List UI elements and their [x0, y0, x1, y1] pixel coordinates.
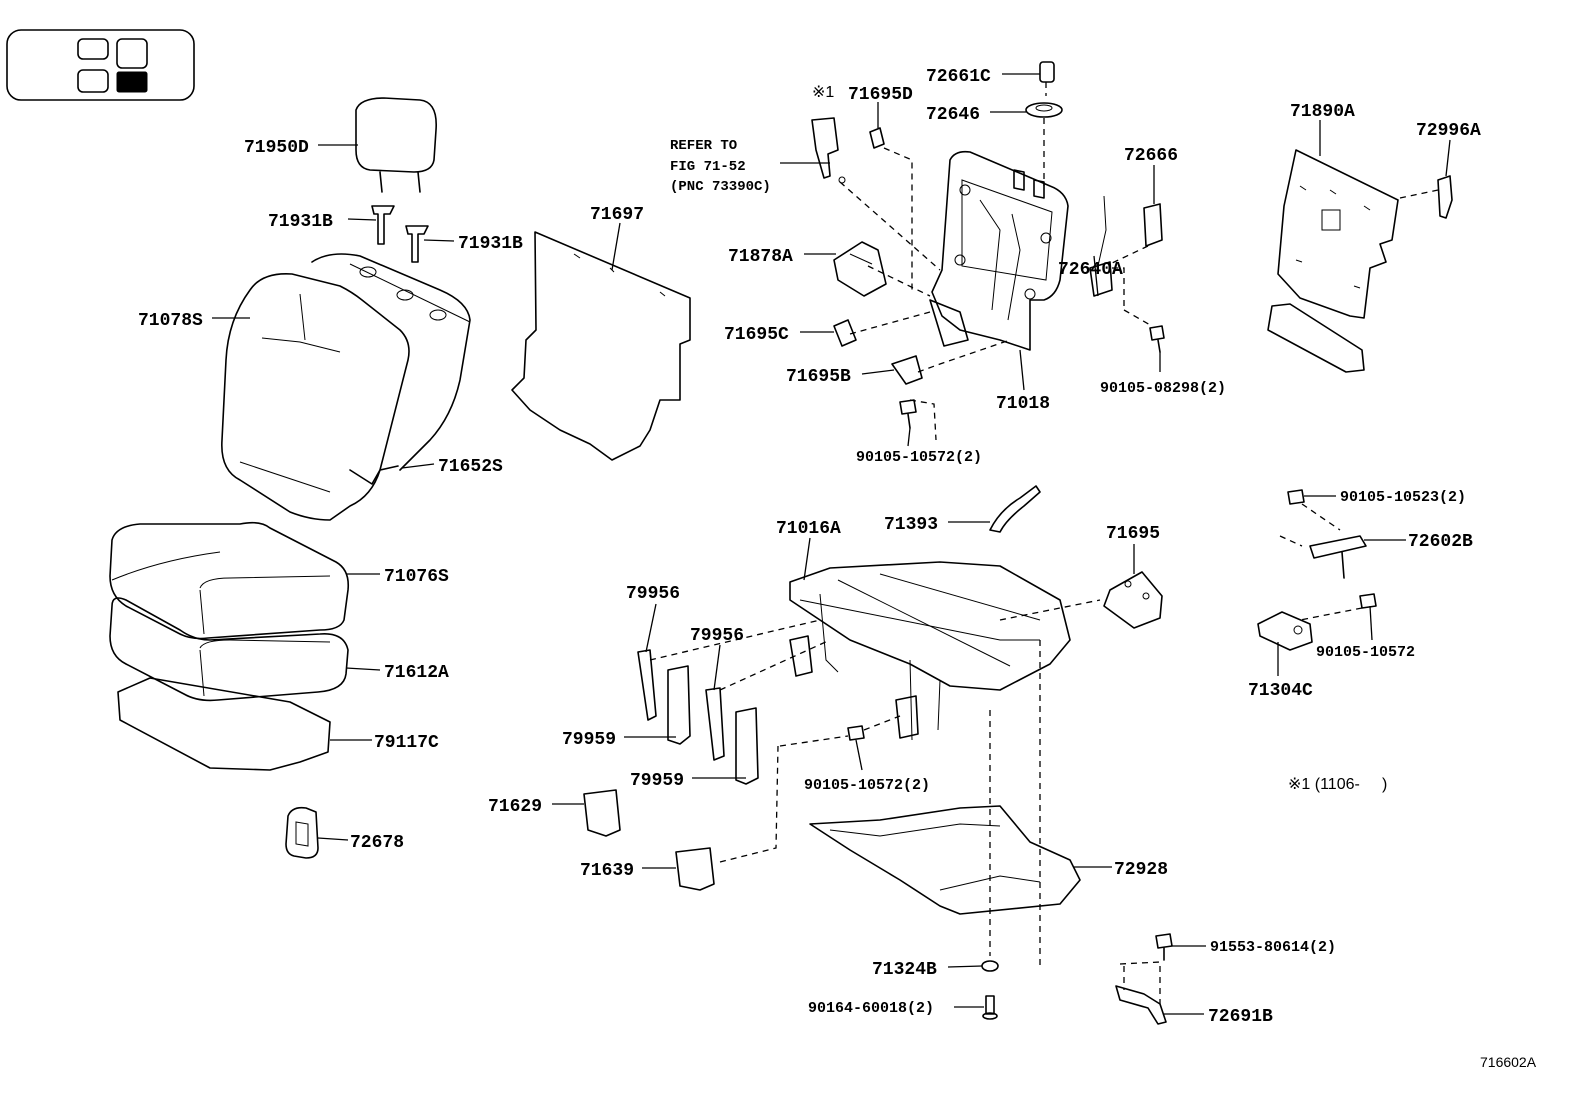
part-label-71652S: 71652S: [438, 457, 503, 477]
part-label-71324B: 71324B: [872, 960, 937, 980]
bracket-72691B-drawing: [1115, 985, 1167, 1025]
hinge-72602B-drawing: [1309, 535, 1367, 579]
part-label-71016A: 71016A: [776, 519, 841, 539]
part-label-90105-10572: 90105-10572(2): [856, 449, 982, 466]
seatback-cover-drawing: [221, 253, 471, 521]
belt-buckle-drawing: [811, 117, 846, 184]
part-label-90164-60018: 90164-60018(2): [808, 1000, 934, 1017]
part-label-72928: 72928: [1114, 860, 1168, 880]
part-label-71612A: 71612A: [384, 663, 449, 683]
cap-72661C-drawing: [1039, 61, 1055, 83]
part-label-90105-10523: 90105-10523(2): [1340, 489, 1466, 506]
lock-72640A-drawing: [1089, 195, 1113, 297]
cushion-pad-drawing: [109, 597, 349, 702]
part-label-71629: 71629: [488, 797, 542, 817]
part-label-71018: 71018: [996, 394, 1050, 414]
bracket-71695-drawing: [1103, 571, 1163, 629]
seat-location-icon: [6, 29, 195, 101]
note-mark-1: ※1: [812, 84, 834, 101]
part-label-79956: 79956: [626, 584, 680, 604]
bolt-90105-10523-drawing: [1287, 489, 1305, 505]
bezel-drawing: [285, 806, 319, 859]
cushion-frame-plate-drawing: [117, 677, 331, 771]
part-label-71695C: 71695C: [724, 325, 789, 345]
leader-lines: [212, 73, 1451, 1015]
part-label-71078S: 71078S: [138, 311, 203, 331]
assembly-dashed-lines: [649, 82, 1439, 1004]
part-label-90105-10572: 90105-10572: [1316, 644, 1415, 661]
cover-71629-drawing: [583, 789, 621, 837]
part-label-71639: 71639: [580, 861, 634, 881]
small-cover-71695B-drawing: [891, 355, 923, 385]
part-label-72661C: 72661C: [926, 67, 991, 87]
part-label-71393: 71393: [884, 515, 938, 535]
part-label-71076S: 71076S: [384, 567, 449, 587]
part-label-71931B: 71931B: [458, 234, 523, 254]
headrest-drawing: [355, 97, 437, 193]
bezel-72646-drawing: [1025, 102, 1063, 118]
part-label-71950D: 71950D: [244, 138, 309, 158]
wire-harness-71393-drawing: [989, 485, 1041, 533]
part-label-72691B: 72691B: [1208, 1007, 1273, 1027]
refer-note-line3: (PNC 73390C): [670, 179, 771, 195]
cover-71639-drawing: [675, 847, 715, 891]
part-label-72996A: 72996A: [1416, 121, 1481, 141]
bolt-90105-10572-mid-drawing: [847, 725, 865, 741]
part-label-72602B: 72602B: [1408, 532, 1473, 552]
part-label-72678: 72678: [350, 833, 404, 853]
cushion-frame-71016A-drawing: [789, 561, 1071, 741]
figure-id: 716602A: [1480, 1054, 1537, 1070]
screw-90164-60018-drawing: [982, 995, 998, 1020]
small-cover-71695C-drawing: [833, 319, 857, 347]
bolt-90105-08298-drawing: [1149, 325, 1165, 353]
part-label-79117C: 79117C: [374, 733, 439, 753]
part-label-71931B: 71931B: [268, 212, 333, 232]
headrest-support-drawings: [371, 205, 429, 263]
seat-cushion-cover-drawing: [109, 521, 350, 640]
bolt-90105-10572-right-drawing: [1359, 593, 1377, 609]
part-label-79959: 79959: [562, 730, 616, 750]
part-label-72646: 72646: [926, 105, 980, 125]
part-label-72640A: 72640A: [1058, 260, 1123, 280]
small-bushing-71695D-drawing: [869, 127, 885, 149]
part-label-72666: 72666: [1124, 146, 1178, 166]
bracket-71304C-drawing: [1257, 611, 1313, 651]
clip-72996A-drawing: [1437, 175, 1453, 219]
part-label-71695D: 71695D: [848, 85, 913, 105]
part-label-79959: 79959: [630, 771, 684, 791]
bolt-91553-80614-drawing: [1155, 933, 1173, 961]
recliner-cover-drawing: [833, 241, 887, 297]
part-label-71697: 71697: [590, 205, 644, 225]
refer-note-line1: REFER TO: [670, 138, 737, 154]
refer-note-line2: FIG 71-52: [670, 159, 746, 175]
seatback-frame-drawing: [929, 150, 1069, 351]
part-label-71304C: 71304C: [1248, 681, 1313, 701]
under-tray-72928-drawing: [809, 805, 1081, 915]
footnote-1106: ※1 (1106- ): [1288, 776, 1387, 793]
seatback-board-drawing: [511, 231, 691, 461]
part-label-91553-80614: 91553-80614(2): [1210, 939, 1336, 956]
back-board-71890A-drawing: [1267, 149, 1399, 373]
cover-72666-drawing: [1143, 203, 1163, 247]
part-label-90105-10572: 90105-10572(2): [804, 777, 930, 794]
nut-71324B-drawing: [981, 960, 999, 972]
part-label-71890A: 71890A: [1290, 102, 1355, 122]
bolt-90105-10572-top-drawing: [899, 399, 917, 429]
part-label-79956: 79956: [690, 626, 744, 646]
covers-79959-drawing: [667, 665, 759, 785]
part-label-71695: 71695: [1106, 524, 1160, 544]
part-label-90105-08298: 90105-08298(2): [1100, 380, 1226, 397]
part-label-71695B: 71695B: [786, 367, 851, 387]
part-label-71878A: 71878A: [728, 247, 793, 267]
